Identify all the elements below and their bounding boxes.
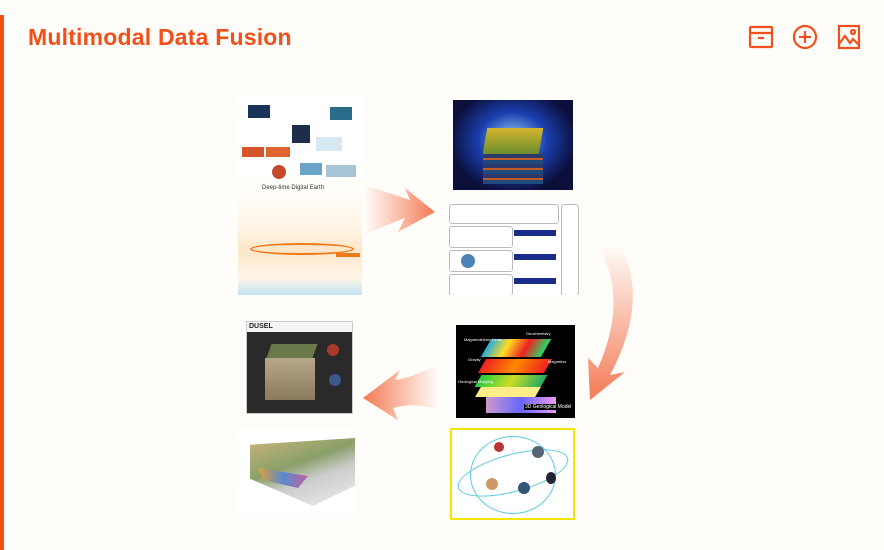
arrow-left: [363, 365, 438, 420]
layer-label: Gravity: [468, 357, 481, 362]
dusel-homestake-diagram: DUSEL: [246, 321, 353, 414]
dusel-title: DUSEL: [249, 323, 273, 330]
plus-circle-icon: [792, 24, 818, 50]
layer-label: Geological Mapping: [458, 379, 494, 384]
archive-button[interactable]: [748, 24, 774, 50]
arrow-right: [365, 185, 435, 235]
satellite-earth-cube: [453, 100, 573, 190]
accent-bar: [0, 15, 4, 550]
layer-label: Magnetotelluric Lines: [464, 337, 502, 342]
deep-time-title: Deep-time Digital Earth: [262, 185, 325, 191]
arrow-down: [588, 245, 633, 400]
archive-icon: [748, 25, 774, 49]
geophysical-layers-model: Geochemistry Magnetotelluric Lines Gravi…: [456, 325, 575, 418]
page-title: Multimodal Data Fusion: [28, 24, 292, 50]
knowledge-mind-map: [450, 428, 575, 520]
world-data-collage: [238, 97, 362, 179]
architecture-diagram: [447, 202, 580, 295]
deep-time-digital-earth-diagram: Deep-time Digital Earth: [238, 183, 362, 295]
3d-terrain-model: [238, 428, 355, 518]
layer-label: Magnetics: [548, 359, 567, 364]
layer-label: Geochemistry: [526, 331, 551, 336]
add-button[interactable]: [792, 24, 818, 50]
toolbar: [748, 24, 862, 50]
image-button[interactable]: [836, 24, 862, 50]
image-icon: [837, 24, 861, 50]
layer-label: 3D Geological Model: [524, 404, 573, 410]
